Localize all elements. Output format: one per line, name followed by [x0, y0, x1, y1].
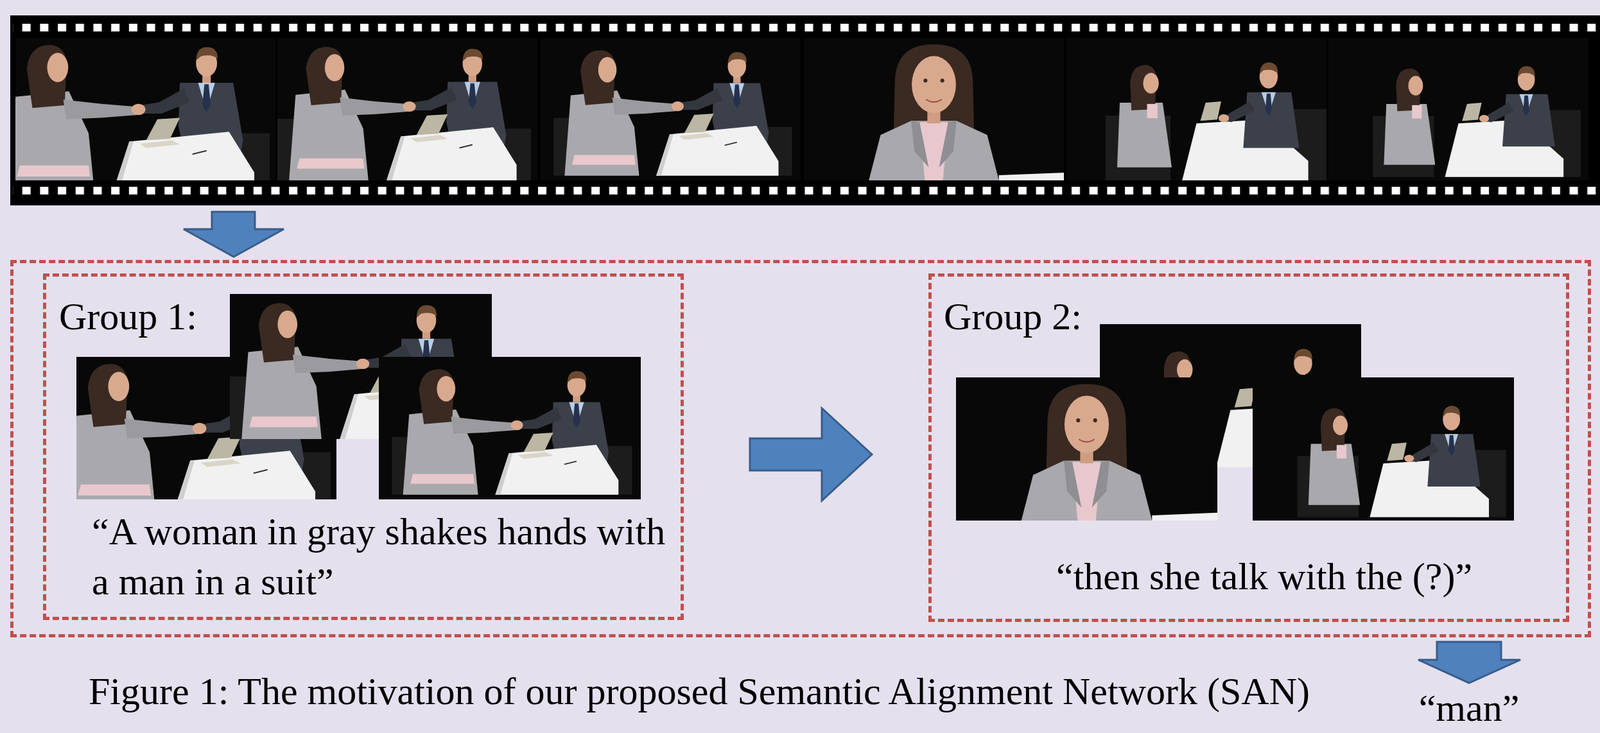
sprocket-row — [12, 186, 1600, 195]
video-frame — [540, 37, 801, 181]
block-arrow — [749, 408, 872, 501]
group-box: Group 2: “then she talk with the (?)” — [928, 273, 1570, 623]
figure-caption: Figure 1: The motivation of our proposed… — [88, 666, 1412, 717]
group-box: Group 1: “A woman in gray shakes hands wi… — [43, 273, 684, 621]
group-description: “A woman in gray shakes hands with a man… — [91, 506, 670, 607]
video-frame — [277, 37, 538, 181]
group-heading: Group 1: — [59, 291, 198, 342]
group-heading: Group 2: — [943, 291, 1082, 342]
block-arrow — [1418, 642, 1521, 684]
sprocket-row — [12, 23, 1600, 32]
video-frame — [1066, 37, 1327, 181]
block-arrow — [183, 211, 284, 257]
video-frame — [956, 377, 1218, 521]
video-frame — [803, 37, 1064, 181]
answer-word: “man” — [1372, 686, 1566, 730]
video-frame — [378, 356, 641, 500]
video-frame — [1252, 377, 1514, 521]
video-frame — [1328, 37, 1589, 181]
outer-group-box: Group 1: “A woman in gray shakes hands wi… — [10, 260, 1592, 638]
group-description: “then she talk with the (?)” — [1056, 551, 1473, 602]
video-frame — [0, 37, 276, 190]
